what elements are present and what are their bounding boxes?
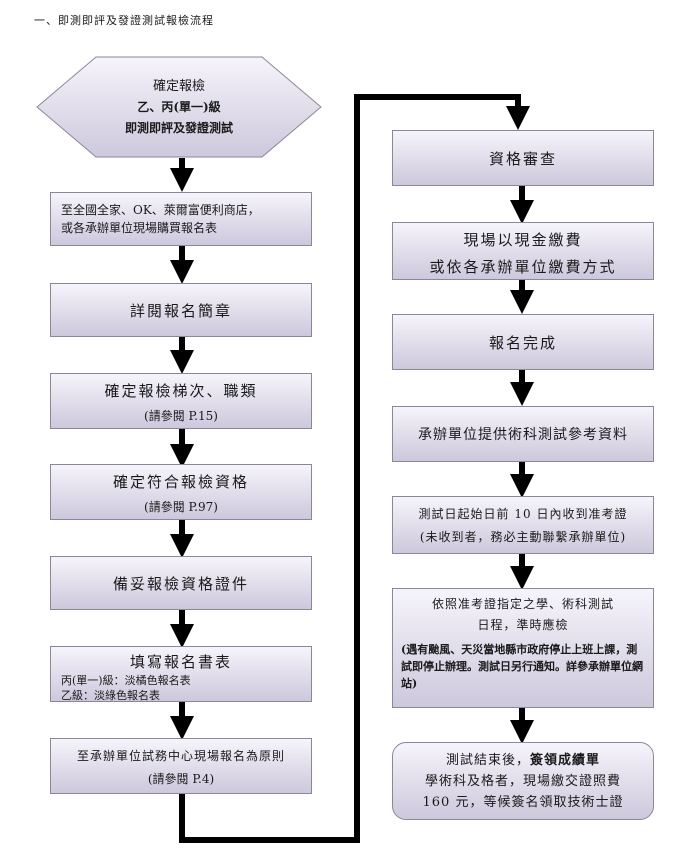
step-buy-form-line2: 或各承辦單位現場購買報名表 (61, 221, 218, 235)
step-attend-test-line1: 依照准考證指定之學、術科測試 (431, 597, 614, 611)
step-confirm-eligibility-ref: (請參閱 P.97) (144, 500, 218, 514)
step-test-end-line2: 學術科及格者，現場繳交證照費 (424, 774, 621, 789)
step-test-end-line1a: 測試結束後， (445, 753, 530, 768)
step-reference-materials-label: 承辦單位提供術科測試參考資料 (418, 427, 628, 443)
step-reference-materials: 承辦單位提供術科測試參考資料 (392, 406, 654, 462)
step-fill-form-label: 填寫報名書表 (129, 653, 232, 671)
start-hexagon (36, 56, 322, 158)
step-read-brochure: 詳閱報名簡章 (50, 283, 312, 337)
step-buy-form: 至全國全家、OK、萊爾富便利商店， 或各承辦單位現場購買報名表 (50, 192, 312, 246)
step-attend-test-note: (遇有颱風、天災當地縣市政府停止上班上課，測試即停止辦理。測試日另行通知。詳參承… (401, 643, 643, 690)
step-admission-ticket: 測試日起始日前 10 日內收到准考證 (未收到者，務必主動聯繫承辦單位) (392, 496, 654, 554)
step-registration-complete-label: 報名完成 (488, 334, 557, 352)
step-attend-test: 依照准考證指定之學、術科測試 日程，準時應檢 (遇有颱風、天災當地縣市政府停止上… (392, 588, 654, 708)
step-admission-ticket-line1: 測試日起始日前 10 日內收到准考證 (418, 507, 628, 521)
step-admission-ticket-line2: (未收到者，務必主動聯繫承辦單位) (419, 530, 627, 544)
step-qualification-review: 資格審查 (392, 130, 654, 186)
step-confirm-category-ref: (請參閱 P.15) (144, 409, 218, 423)
step-confirm-category-label: 確定報檢梯次、職類 (104, 382, 258, 400)
step-qualification-review-label: 資格審查 (488, 150, 557, 168)
start-line2: 乙、丙(單一)級 (137, 99, 221, 114)
step-read-brochure-label: 詳閱報名簡章 (129, 302, 232, 320)
start-line1: 確定報檢 (152, 78, 205, 94)
step-register-onsite: 至承辦單位試務中心現場報名為原則 (請參閱 P.4) (50, 738, 312, 794)
step-attend-test-line2: 日程，準時應檢 (477, 618, 569, 632)
step-prepare-documents: 備妥報檢資格證件 (50, 556, 312, 610)
step-payment-line2: 或依各承辦單位繳費方式 (429, 258, 617, 276)
step-fill-form-c-level: 丙(單一)級：淡橘色報名表 (61, 674, 191, 687)
step-payment-line1: 現場以現金繳費 (463, 231, 583, 249)
start-label: 確定報檢 乙、丙(單一)級 即測即評及發證測試 (36, 56, 322, 158)
step-fill-form-b-level: 乙級：淡綠色報名表 (61, 689, 160, 702)
start-line3: 即測即評及發證測試 (124, 120, 233, 135)
page-title: 一、即測即評及發證測試報檢流程 (34, 14, 214, 27)
step-register-onsite-label: 至承辦單位試務中心現場報名為原則 (76, 749, 285, 763)
step-payment: 現場以現金繳費 或依各承辦單位繳費方式 (392, 222, 654, 280)
step-registration-complete: 報名完成 (392, 314, 654, 370)
step-register-onsite-ref: (請參閱 P.4) (147, 772, 215, 786)
step-test-end: 測試結束後，簽領成績單 學術科及格者，現場繳交證照費 160 元，等候簽名領取技… (392, 742, 654, 820)
step-prepare-documents-label: 備妥報檢資格證件 (112, 575, 249, 593)
step-fill-form: 填寫報名書表 丙(單一)級：淡橘色報名表 乙級：淡綠色報名表 (50, 646, 312, 702)
step-buy-form-line1: 至全國全家、OK、萊爾富便利商店， (61, 203, 260, 217)
step-test-end-line1b: 簽領成績單 (530, 753, 601, 768)
step-test-end-line1: 測試結束後，簽領成績單 (393, 749, 653, 768)
step-confirm-eligibility: 確定符合報檢資格 (請參閱 P.97) (50, 464, 312, 520)
connector-left-to-right (179, 94, 530, 843)
step-test-end-line3: 160 元，等候簽名領取技術士證 (422, 795, 624, 810)
step-confirm-eligibility-label: 確定符合報檢資格 (112, 473, 249, 491)
step-confirm-category: 確定報檢梯次、職類 (請參閱 P.15) (50, 373, 312, 429)
